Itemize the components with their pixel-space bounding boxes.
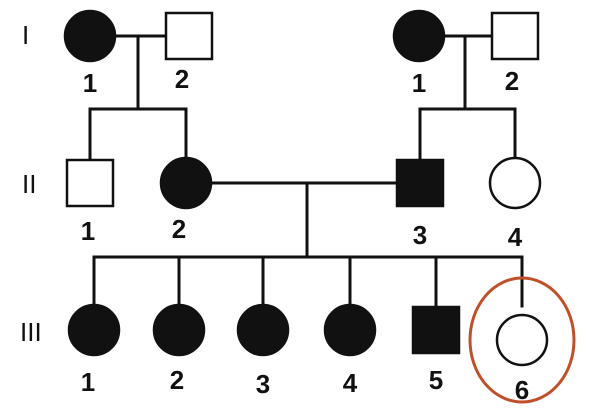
individual-I-2a-unaffected — [164, 11, 214, 61]
individual-I-2b-unaffected — [490, 11, 540, 61]
individual-II-2-affected — [159, 156, 213, 210]
individual-label-I-2b: 2 — [505, 66, 519, 96]
individual-III-2-affected — [152, 303, 206, 357]
individuals: 1 2 1 2 1 2 3 4 1 2 3 4 5 6 — [63, 9, 549, 405]
individual-label-III-1: 1 — [81, 367, 95, 397]
individual-label-III-6: 6 — [515, 375, 529, 405]
individual-label-III-2: 2 — [170, 365, 184, 395]
individual-III-1-affected — [67, 303, 121, 357]
individual-III-6-unaffected — [495, 313, 549, 367]
individual-label-II-2: 2 — [172, 214, 186, 244]
individual-label-II-1: 1 — [81, 216, 95, 246]
individual-III-3-affected — [236, 303, 290, 357]
individual-III-5-affected — [411, 305, 461, 355]
individual-label-III-4: 4 — [343, 368, 358, 398]
pedigree-lines — [88, 34, 524, 308]
individual-label-II-3: 3 — [413, 220, 427, 250]
individual-III-4-affected — [323, 303, 377, 357]
individual-II-4-unaffected — [488, 156, 542, 210]
individual-label-III-3: 3 — [256, 369, 270, 399]
individual-label-I-1a: 1 — [83, 68, 97, 98]
individual-label-I-2a: 2 — [175, 64, 189, 94]
individual-I-1b-affected — [392, 9, 446, 63]
generation-label-II: II — [22, 169, 36, 199]
individual-label-III-5: 5 — [429, 365, 443, 395]
individual-II-1-unaffected — [65, 158, 115, 208]
individual-I-1a-affected — [63, 9, 117, 63]
generation-label-I: I — [22, 20, 29, 50]
highlight-circle — [468, 276, 576, 404]
generation-label-III: III — [20, 317, 42, 347]
individual-label-II-4: 4 — [508, 222, 523, 252]
individual-label-I-1b: 1 — [412, 68, 426, 98]
individual-II-3-affected — [395, 158, 445, 208]
